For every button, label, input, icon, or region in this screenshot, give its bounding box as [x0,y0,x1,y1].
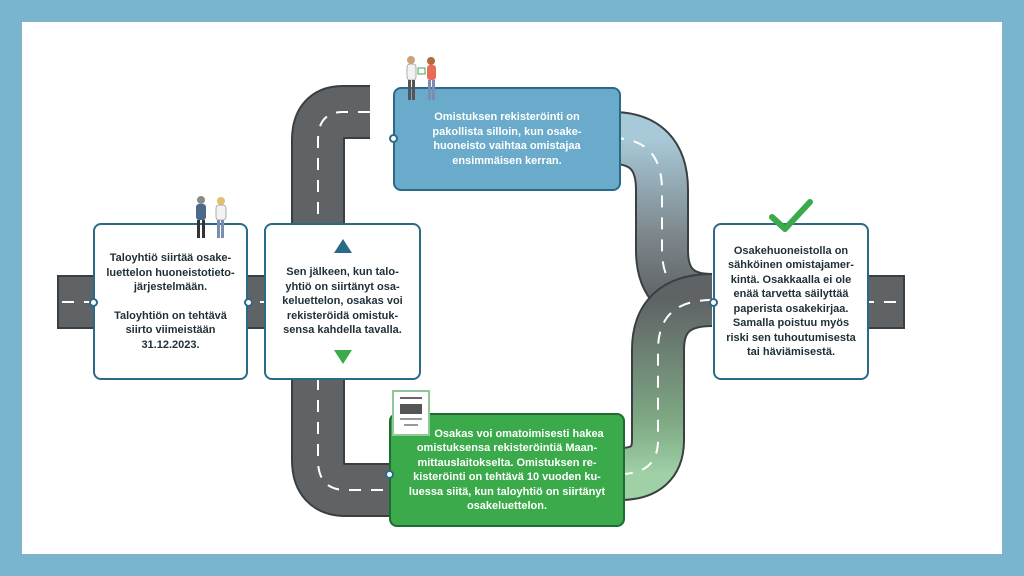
box-registration-options: Sen jälkeen, kun talo- yhtiö on siirtäny… [264,223,421,380]
box-right-line-5: paperista osakekirjaa. [733,302,849,315]
box-left-line-1: Taloyhtiö siirtää osake- [109,252,232,264]
box-right-line-8: tai häviämisestä. [746,346,836,358]
box-top-line-4: ensimmäisen kerran. [452,154,562,167]
box-bottom-line-4: kisteröinti on tehtävä 10 vuoden ku- [413,471,601,483]
box-top-line-2: pakollista silloin, kun osake- [432,125,582,138]
box-bottom-line-6: osakeluettelon. [466,500,548,512]
road-right-lower-curve [618,273,714,501]
box-middle-line-3: keluettelon, osakas voi [282,295,403,308]
connector-dot [385,470,394,479]
box-left-line-6: 31.12.2023. [141,338,200,351]
box-electronic-ownership: Osakehuoneistolla on sähköinen omistajam… [713,223,869,380]
triangle-up-icon [333,239,352,254]
box-top-line-1: Omistuksen rekisteröinti on [434,111,580,123]
share-certificate-document-icon [392,390,430,436]
box-right-line-4: enää tarvetta säilyttää [733,288,849,300]
box-left-line-2: luettelon huoneistotieto- [106,266,235,279]
box-right-line-7: riski sen tuhoutumisesta [726,331,856,344]
box-middle-line-5: sensa kahdella tavalla. [283,324,402,337]
box-right-line-2: sähköinen omistajamer- [728,259,854,271]
checkmark-icon [769,199,813,232]
box-bottom-line-2: omistuksensa rekisteröintiä Maan- [416,442,598,454]
connector-dot [244,298,253,307]
connector-dot [89,298,98,307]
people-handshake-icon [406,56,436,100]
box-transfer-register: Taloyhtiö siirtää osake- luettelon huone… [93,223,248,380]
connector-dot [709,298,718,307]
box-right-line-6: Samalla poistuu myös [732,317,850,329]
box-right-line-3: kintä. Osakkaalla ei ole [730,273,852,286]
box-bottom-line-1: Osakas voi omatoimisesti hakea [434,427,604,440]
box-right-line-1: Osakehuoneistolla on [733,244,849,257]
box-bottom-line-5: luessa siitä, kun taloyhtiö on siirtänyt [408,485,606,498]
connector-dot [389,134,398,143]
people-handshake-icon [196,196,227,238]
box-middle-line-4: rekisteröidä omistuk- [286,309,399,322]
box-middle-line-2: yhtiö on siirtänyt osa- [285,280,400,293]
box-left-line-5: siirto viimeistään [125,324,216,336]
box-left-line-3: järjestelmään. [133,281,208,293]
box-bottom-line-3: mittauslaitokselta. Omistuksen re- [417,456,597,469]
box-left-line-4: Taloyhtiön on tehtävä [114,309,227,322]
box-middle-line-1: Sen jälkeen, kun talo- [286,266,399,279]
box-top-line-3: huoneisto vaihtaa omistajaa [433,140,581,152]
triangle-down-icon [333,349,352,364]
box-voluntary-registration: Osakas voi omatoimisesti hakea omistukse… [389,413,625,527]
